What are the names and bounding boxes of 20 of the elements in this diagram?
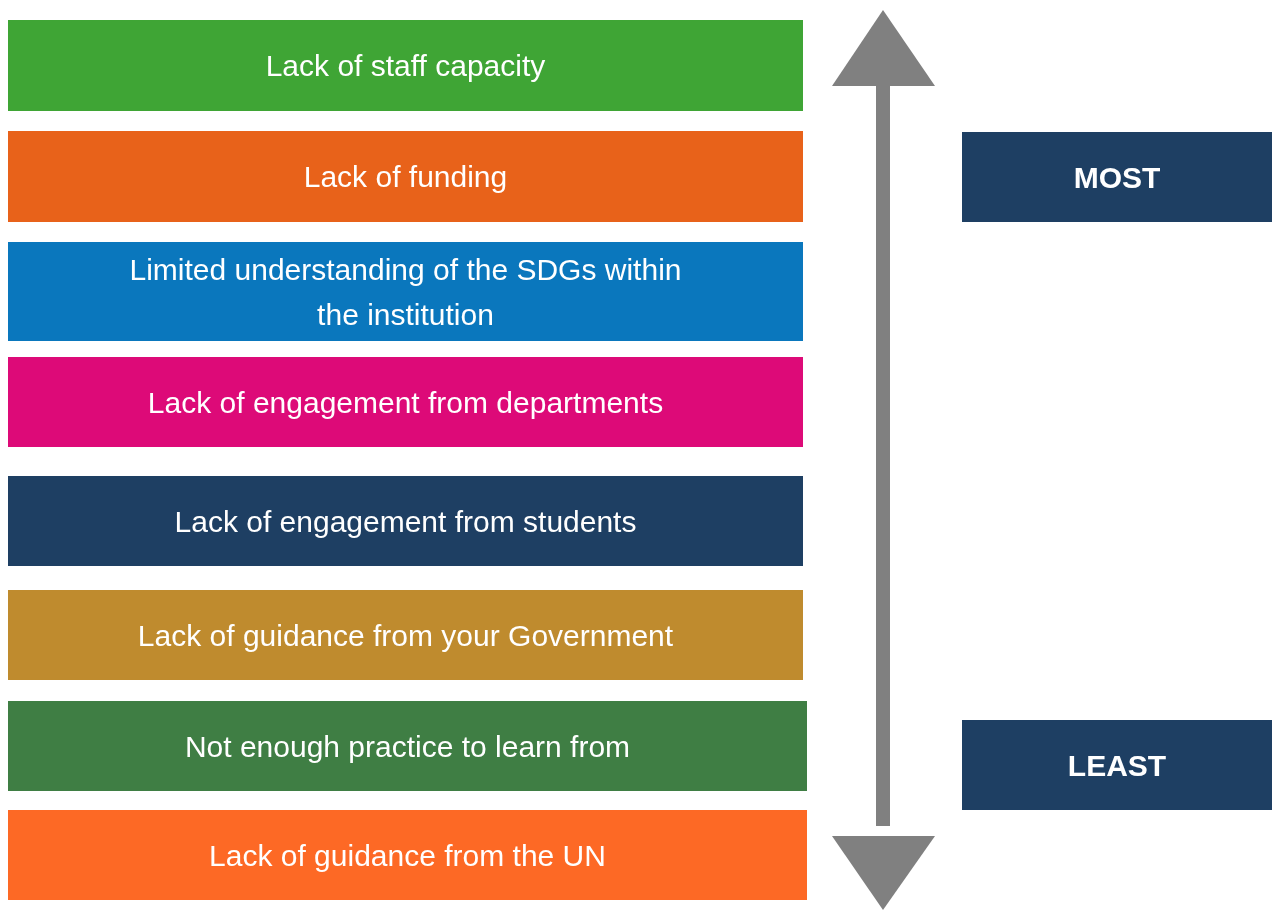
bar-label: LEAST [1067, 747, 1167, 784]
ranked-bar [8, 131, 803, 222]
ranked-bar [8, 810, 807, 900]
bar-label: Lack of funding [303, 159, 508, 195]
ranked-bar [8, 20, 803, 111]
ranked-bar [8, 701, 807, 791]
ranked-bar [962, 720, 1272, 810]
bar-label: Lack of engagement from departments [147, 384, 664, 421]
bar-label: Lack of guidance from the UN [209, 837, 606, 874]
ranked-bar [8, 476, 803, 566]
bar-label: Lack of engagement from students [174, 503, 637, 540]
bar-label: Limited understanding of the SDGs within the institution [128, 251, 683, 333]
ranked-bar [8, 357, 803, 447]
bar-label: Not enough practice to learn from [184, 728, 631, 765]
bar-label: MOST [1073, 159, 1161, 196]
ranked-bar [8, 242, 803, 341]
ranked-bar [962, 132, 1272, 222]
bar-label: Lack of staff capacity [265, 48, 546, 84]
ranked-bar [8, 590, 803, 680]
bar-label: Lack of guidance from your Government [137, 617, 674, 654]
